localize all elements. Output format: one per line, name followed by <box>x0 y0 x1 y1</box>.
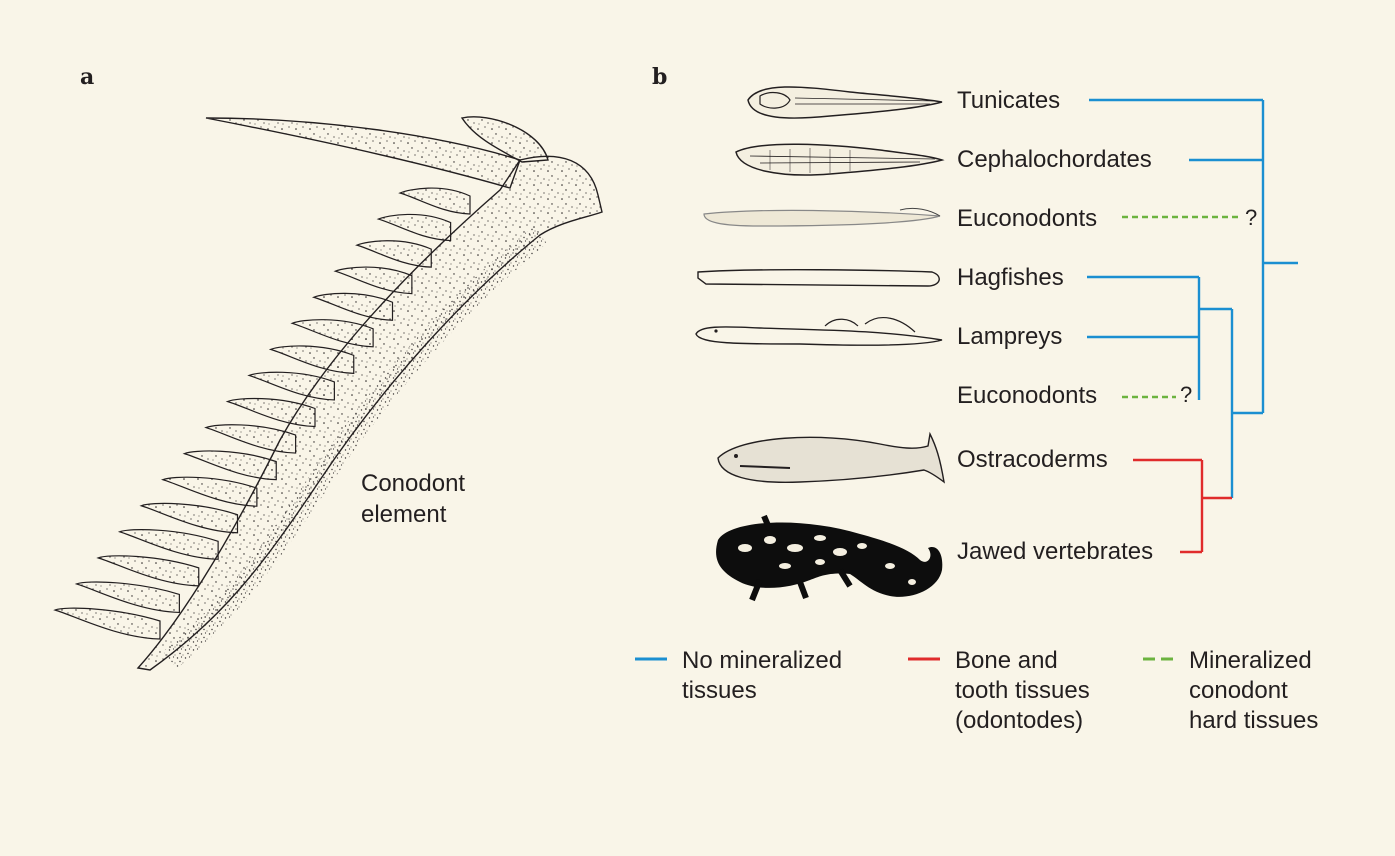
taxon-label-ostracoderms: Ostracoderms <box>957 446 1108 473</box>
legend-text-line: (odontodes) <box>955 707 1083 734</box>
legend-text-line: conodont <box>1189 677 1288 704</box>
conodont-cusp <box>460 116 549 163</box>
legend-text-line: Mineralized <box>1189 647 1312 674</box>
conodont-denticle <box>53 607 161 640</box>
conodont-denticle <box>247 371 335 401</box>
conodont-denticle <box>225 397 316 428</box>
cephalochordate-illustration <box>735 143 945 176</box>
euconodont-animal-illustration <box>703 207 941 227</box>
legend-text-line: tooth tissues <box>955 677 1090 704</box>
uncertainty-mark-upper: ? <box>1245 205 1257 230</box>
conodont-denticles <box>53 187 471 640</box>
ostracoderm-illustration <box>717 431 945 484</box>
conodont-denticle <box>290 319 374 348</box>
conodont-element-illustration <box>53 116 603 671</box>
taxon-label-jawed-vertebrates: Jawed vertebrates <box>957 538 1153 565</box>
legend-item-mineralized-conodont: Mineralized conodont hard tissues <box>1143 647 1318 734</box>
conodont-denticle <box>333 266 413 295</box>
hagfish-illustration <box>697 268 940 287</box>
cladogram <box>1087 98 1298 554</box>
taxon-label-tunicates: Tunicates <box>957 87 1060 114</box>
panel-b-letter: b <box>652 64 667 90</box>
lamprey-illustration <box>695 316 943 346</box>
legend-item-bone-tooth: Bone and tooth tissues (odontodes) <box>908 647 1090 734</box>
salamander-illustration <box>716 514 943 602</box>
legend-text-line: tissues <box>682 677 757 704</box>
uncertainty-mark-lower: ? <box>1180 382 1192 407</box>
conodont-denticle <box>398 187 471 215</box>
conodont-anterior-process <box>205 117 521 189</box>
conodont-denticle <box>117 529 219 560</box>
conodont-denticle <box>311 292 394 321</box>
conodont-denticle <box>268 345 355 374</box>
conodont-denticle <box>355 240 432 268</box>
conodont-denticle <box>139 502 239 534</box>
legend-text-line: Bone and <box>955 647 1058 674</box>
legend-text-line: hard tissues <box>1189 707 1318 734</box>
conodont-denticle <box>160 476 258 507</box>
taxon-label-euconodonts-upper: Euconodonts <box>957 205 1097 232</box>
taxon-label-hagfishes: Hagfishes <box>957 264 1064 291</box>
conodont-denticle <box>96 555 200 587</box>
taxon-label-cephalochordates: Cephalochordates <box>957 146 1152 173</box>
taxon-labels: Tunicates Cephalochordates Euconodonts H… <box>957 87 1153 565</box>
panel-a-letter: a <box>80 64 94 90</box>
legend: No mineralized tissues Bone and tooth ti… <box>635 647 1318 734</box>
conodont-denticle <box>182 450 277 481</box>
legend-item-no-mineralized: No mineralized tissues <box>635 647 842 704</box>
conodont-denticle <box>204 424 297 454</box>
panel-a-caption-line1: Conodont <box>361 470 465 497</box>
tunicate-illustration <box>747 86 943 119</box>
conodont-denticle <box>376 213 452 242</box>
legend-text-line: No mineralized <box>682 647 842 674</box>
panel-a-caption-line2: element <box>361 501 447 528</box>
taxon-label-euconodonts-lower: Euconodonts <box>957 382 1097 409</box>
taxon-label-lampreys: Lampreys <box>957 323 1062 350</box>
conodont-denticle <box>74 581 180 614</box>
